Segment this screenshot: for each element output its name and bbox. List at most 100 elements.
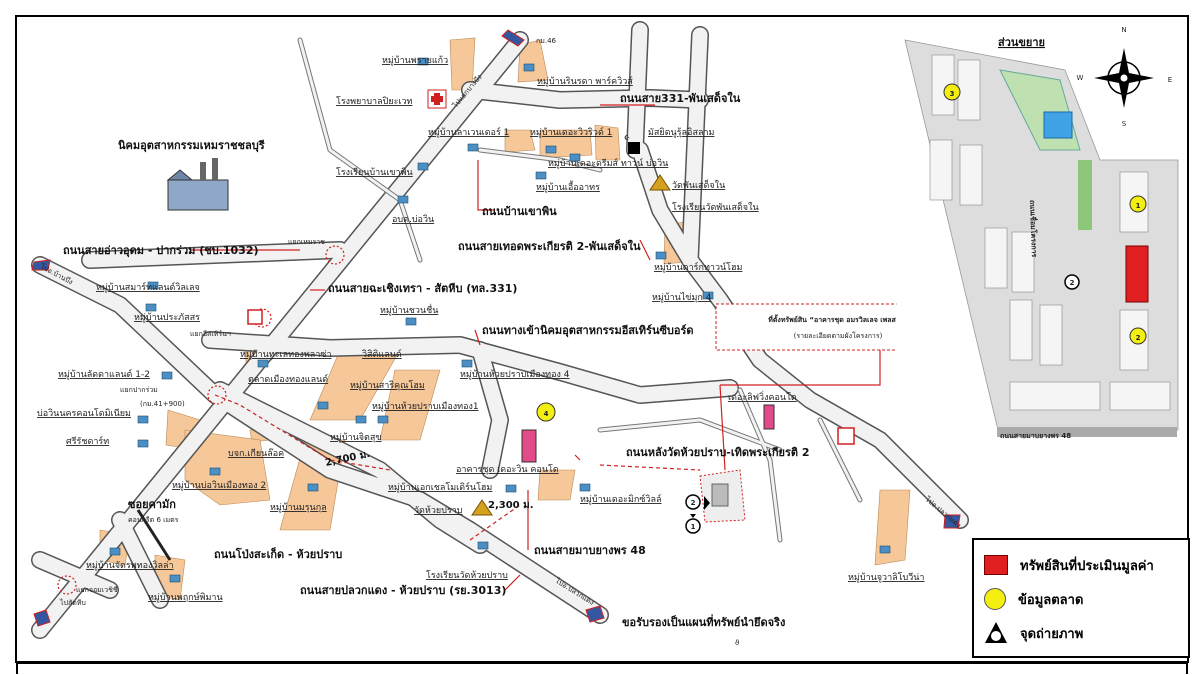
legend-market-label: ข้อมูลตลาด [1018,592,1084,608]
photo-point-icon [985,622,1007,643]
signature-mark: ϑ [735,639,739,647]
place-dark-town: หมู่บ้านดาร์กทาวน์โฮม [654,261,742,273]
map-legend: ทรัพย์สินที่ประเมินมูลค่า ข้อมูลตลาด จุด… [972,538,1190,658]
house-icons [109,57,891,583]
compass-w: W [1077,74,1084,82]
inset-connecting-road: ถนนเชื่อมโครงการ [1028,200,1040,258]
inset-market-3-label: 3 [950,90,955,98]
place-chitsuk: หมู่บ้านจิตสุข [330,432,382,443]
place-the-win-condo: อาคารชุด เดอะวิน คอนโด [456,464,559,475]
inset-market-1 [1129,195,1147,213]
place-eastern-jct: แยกอีสเทิร์นฯ [190,330,231,338]
subject-site [699,469,746,523]
appraised-swatch [984,555,1008,575]
leader-lines [190,104,881,591]
place-phruek-phiman: หมู่บ้านพฤกษ์พิมาน [148,591,223,603]
place-sarikhun: หมู่บ้านสาริคุณโฮม [350,380,425,391]
inset-photo-2-label: 2 [1070,279,1075,287]
certification-text: ขอรับรองเป็นแผนที่ทรัพย์นำยึดจริง [622,614,785,629]
place-concrete: คอนกรีต 6 เมตร [128,516,179,524]
place-mueang-thong-market: ตลาดเมืองทองแลนด์ [248,373,328,385]
inset-market-1-label: 1 [1136,202,1141,210]
place-wat-phan-school: โรงเรียนวัดพันเสด็จใน [672,200,759,213]
road-331-main: ถนนสายฉะเชิงเทรา - สัตหีบ (ทล.331) [328,282,517,295]
place-wisiti-land: วิสิติแลนด์ [362,348,402,360]
place-khaopin-school: โรงเรียนบ้านเขาพิน [336,167,413,178]
market-marker-4 [536,402,556,422]
market-swatch [984,588,1006,610]
road-pluak-daeng: ถนนสายปลวกแดง - ห้วยปราบ (รย.3013) [300,584,506,597]
place-bowin-2: หมู่บ้านบ่อวินเมืองทอง 2 [172,480,266,491]
road-end-arrows [31,29,961,627]
road-map-yang-phon-48: ถนนสายมาบยางพร 48 [534,544,646,557]
footer-frame [16,662,1188,674]
place-ua-athorn: หมู่บ้านเอื้ออาทร [536,180,600,193]
place-chuanchuen: หมู่บ้านชวนชื่น [380,303,438,316]
place-marunkul: หมู่บ้านมรุนกุล [270,502,327,513]
photo-points [685,494,710,534]
place-dreams-town: หมู่บ้านเดอะดรีมส์ ทาวน์ บ่อวิน [548,157,668,169]
inset-market-3 [943,83,961,101]
compass-e: E [1168,76,1172,84]
place-mosque: มัสยิดนูรุ้ลอิสลาม [648,127,715,138]
road-331-panasadet: ถนนสาย331-พันเสด็จใน [620,91,741,105]
estate-name: นิคมอุตสาหกรรมเหมราชชลบุรี [118,139,265,153]
legend-appraised: ทรัพย์สินที่ประเมินมูลค่า [984,552,1154,578]
place-km46: กม.46 [536,37,557,45]
place-smart-land: หมู่บ้านสมาร์ทแลนด์วิลเลจ [96,281,200,293]
place-chom-wet-jct: แยกจอมเวชิชี [76,586,118,594]
place-juvali: หมู่บ้านจูวาลิโบวีน่า [848,572,925,583]
place-lavender: หมู่บ้านลาเวนเดอร์ 1 [428,126,509,138]
place-hemaraj-jct: แยกเหมราช [288,238,325,246]
place-kianlock: บจก.เกียนล๊อค [228,448,284,459]
temple-icon [471,174,671,516]
estate-marker-icon [247,309,855,445]
condo-icon [521,404,775,463]
place-rinrada: หมู่บ้านรินรดา พาร์ควิวส์ [537,75,633,87]
place-obt-bowin: อบต.บ่อวิน [392,214,434,225]
place-wat-huaiprap-school: โรงเรียนวัดห้วยปราบ [426,570,508,581]
hospital-icon [427,89,447,109]
place-pakruam-jct: แยกปากร่วม [120,386,158,394]
place-huaiprap-1: หมู่บ้านห้วยปราบเมืองทอง1 [372,401,479,412]
legend-appraised-label: ทรัพย์สินที่ประเมินมูลค่า [1020,558,1154,574]
distance-2300: 2,300 ม. [488,500,534,511]
legend-market: ข้อมูลตลาด [984,586,1083,612]
soi-line [136,509,172,561]
inset-market-2-label: 2 [1136,334,1141,342]
place-huaiprap-4: หมู่บ้านห้วยปราบเมืองทอง 4 [460,369,570,380]
compass-s: S [1122,120,1127,128]
inset-bottom-road: ถนนสายมาบยางพร 48 [1000,432,1071,440]
road-eastern-seaboard: ถนนทางเข้านิคมอุตสาหกรรมอีสเทิร์นซีบอร์ด [482,324,694,338]
place-wat-phan: วัดพันเสด็จใน [672,178,725,191]
place-excel-modern: หมู่บ้านเอกเชลโมเดิร์นโฮม [388,481,492,493]
place-praphatsorn: หมู่บ้านประภัสสร [134,312,200,323]
place-sri-racha: ศรีรัชดาร์ท [66,435,109,447]
road-thoet-phrakiat-2: ถนนสายเทอดพระเกียรติ 2-พันเสด็จใน [458,239,641,253]
place-riverwood: หมู่บ้านเดอะวิวริวด์ 1 [530,126,612,138]
direction-sattahip: ไปสัตหีบ [59,598,86,607]
place-phrai-kaeo: หมู่บ้านพรายแก้ว [382,55,448,66]
road-ao-udom: ถนนสายอ่าวอุดม - ปากร่วม (ชบ.1032) [63,244,259,258]
inset-photo-2 [1064,274,1080,290]
compass-icon [1094,48,1154,108]
place-ladda-land: หมู่บ้านลัดดาแลนด์ 1-2 [58,368,150,380]
svg-text:☪: ☪ [624,134,630,142]
place-thale-thong: หมู่บ้านทะเลทองพลาซ่า [240,349,332,360]
callout-line2: (รายละเอียดตามผังโครงการ) [794,331,883,340]
road-ban-khaopin: ถนนบ้านเขาพิน [482,205,557,218]
photo-point-1-label: 1 [691,523,696,531]
place-wat-huaiprap: วัดห้วยปราบ [414,505,463,516]
place-km41: (กม.41+900) [140,400,185,408]
callout-line1: ที่ตั้งทรัพย์สิน “อาคารชุด อมรวิลเลจ เพล… [768,313,908,324]
place-khaimuk-4: หมู่บ้านไข่มุก 4 [652,292,712,303]
place-piyavate: โรงพยาบาลปิยะเวท [336,96,413,107]
road-pong-saket: ถนนโป่งสะเก็ด - ห้วยปราบ [214,547,342,561]
place-living-condo: เดอะลิฟวิ่งคอนโด [728,390,797,403]
legend-photo: จุดถ่ายภาพ [984,620,1083,646]
inset-panel [896,29,1186,443]
place-soi-khamak: ซอยคามัก [128,498,176,511]
road-huai-prap: ถนนหลังวัดห้วยปราบ-เทิดพระเกียรติ 2 [626,446,810,459]
inset-subject [1125,245,1149,303]
